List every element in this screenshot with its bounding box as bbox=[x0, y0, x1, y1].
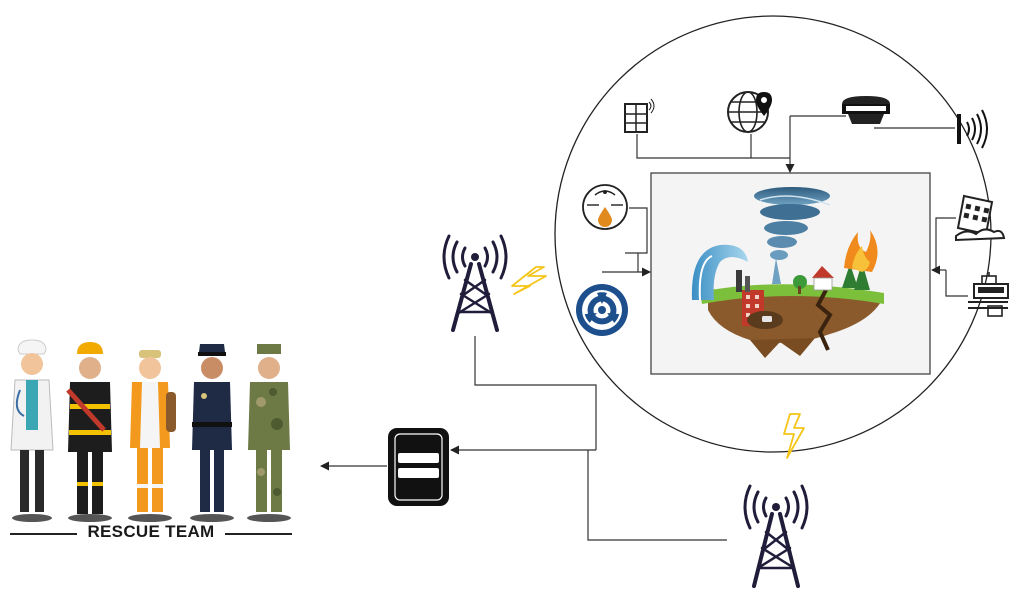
tsunami-wave-icon bbox=[691, 244, 748, 300]
wildfire-icon bbox=[844, 230, 878, 272]
smoke-detector-icon bbox=[842, 96, 890, 124]
window-sensor-icon bbox=[624, 98, 655, 133]
doctor-icon bbox=[10, 339, 54, 522]
connector-water-sensor bbox=[625, 207, 648, 254]
rescuer-icon bbox=[128, 350, 176, 522]
motion-wave-sensor-icon bbox=[957, 109, 988, 149]
connector-gasmeter bbox=[945, 270, 968, 297]
tree-icons bbox=[793, 262, 870, 294]
gas-meter-sensor-icon bbox=[968, 272, 1009, 317]
gateway-device-icon bbox=[388, 428, 449, 506]
water-level-sensor-icon bbox=[582, 184, 628, 230]
firefighter-icon bbox=[66, 342, 112, 522]
connector-tower-left bbox=[474, 336, 597, 450]
building-damage-sensor-icon bbox=[955, 194, 1006, 242]
connector-tower-bottom bbox=[587, 450, 727, 541]
rescue-team-label: RESCUE TEAM bbox=[10, 522, 292, 542]
rescue-team-divider-left bbox=[10, 533, 80, 535]
cell-tower-icon-left bbox=[442, 234, 508, 332]
cell-tower-icon-bottom bbox=[743, 484, 809, 588]
lightning-icon-left bbox=[511, 266, 547, 295]
rescue-team-group bbox=[10, 339, 291, 522]
house-icon bbox=[812, 266, 834, 278]
connector-building bbox=[935, 217, 956, 270]
connector-window-sensor bbox=[636, 134, 790, 159]
lightning-icon-bottom bbox=[783, 413, 805, 459]
soldier-icon bbox=[247, 344, 291, 522]
gps-location-icon bbox=[727, 91, 772, 133]
rescue-team-label-text: RESCUE TEAM bbox=[77, 522, 225, 541]
tornado-icon bbox=[754, 187, 831, 284]
disaster-scene bbox=[650, 172, 931, 375]
radiation-sensor-icon bbox=[576, 284, 628, 336]
earthquake-crack-icon bbox=[815, 289, 833, 351]
rescue-team-divider-right bbox=[222, 533, 292, 535]
police-officer-icon bbox=[190, 344, 234, 522]
connector-lines bbox=[320, 115, 968, 541]
